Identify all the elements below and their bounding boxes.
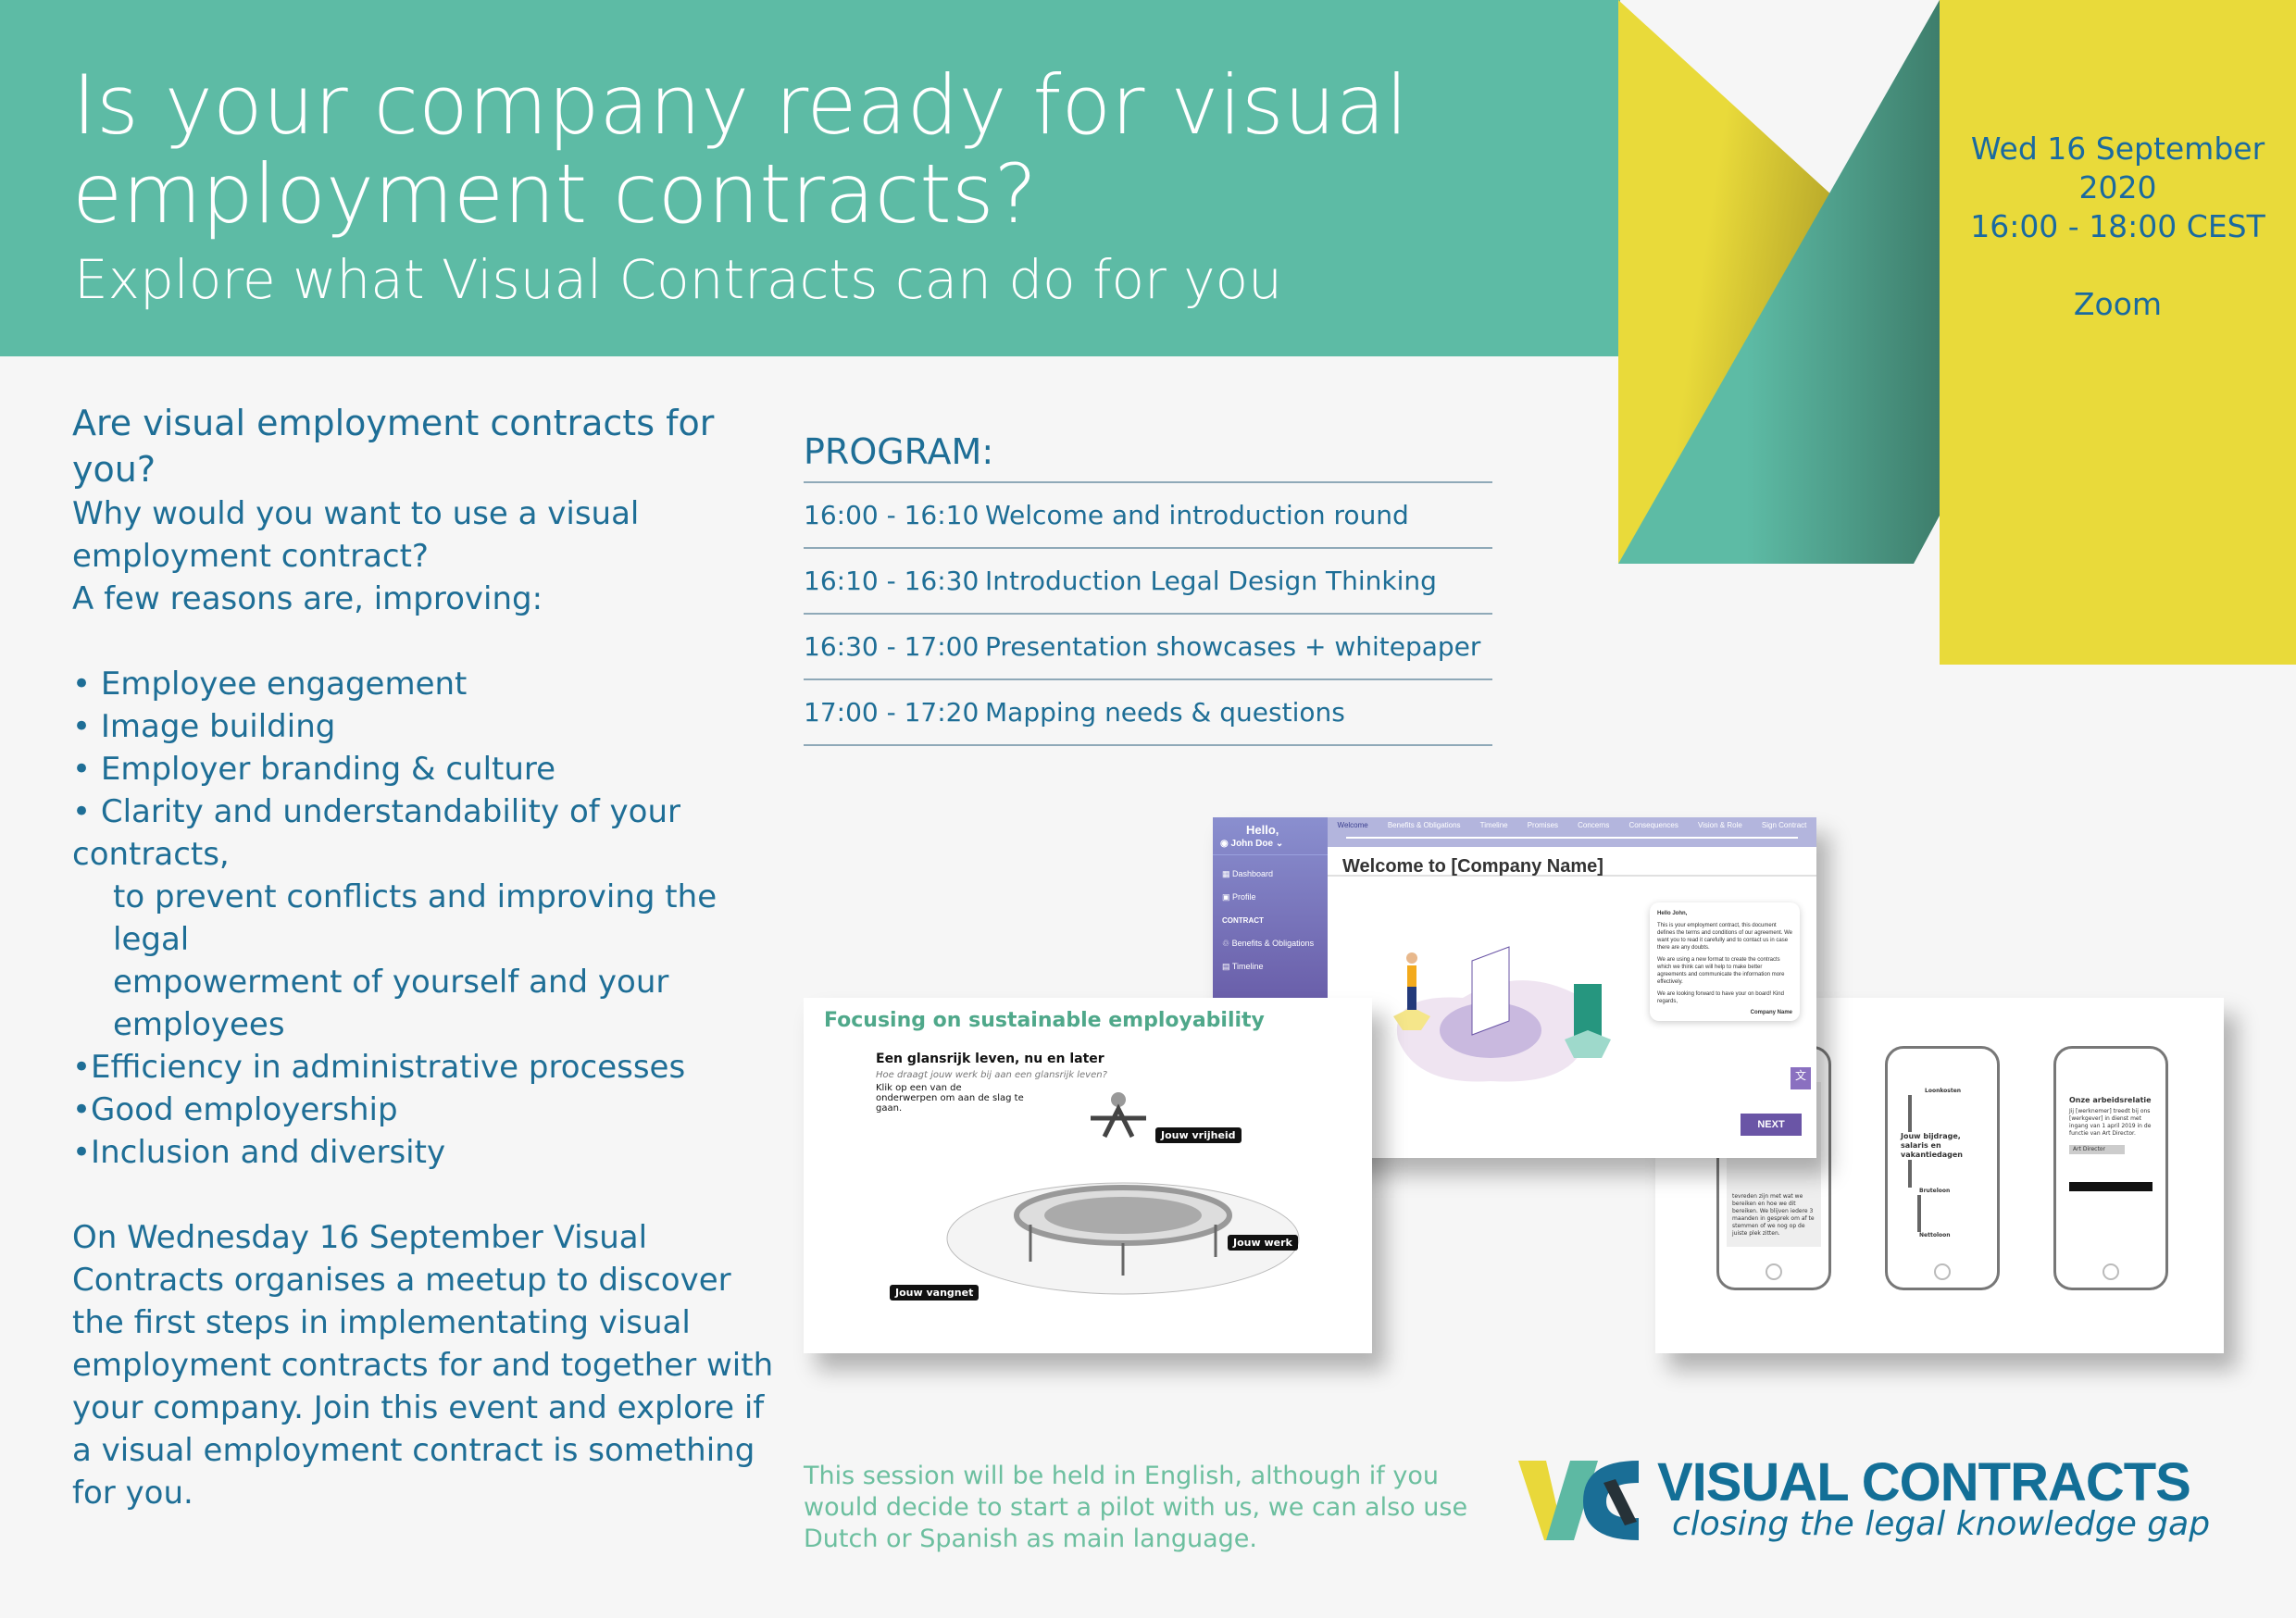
language-note: This session will be held in English, al… — [804, 1462, 1468, 1553]
app-step[interactable]: Welcome — [1337, 821, 1368, 829]
app-step[interactable]: Benefits & Obligations — [1387, 821, 1461, 829]
nav-label: Profile — [1232, 892, 1256, 902]
vc-logo-mark — [1518, 1461, 1639, 1540]
welcome-message: Hello John, This is your employment cont… — [1650, 902, 1800, 1021]
phone-body: Jij [werknemer] treedt bij ons [werkgeve… — [2069, 1108, 2152, 1137]
app-nav-benefits: ♲ Benefits & Obligations — [1222, 939, 1315, 948]
phone-mockup: Loonkosten Jouw bijdrage, salaris en vak… — [1885, 1046, 2000, 1290]
decorative-shapes — [1618, 0, 2296, 665]
bubble-body: This is your employment contract, this d… — [1657, 923, 1792, 951]
reason-item: • Image building — [72, 708, 336, 745]
bubble-title: Hello John, — [1657, 911, 1688, 916]
phone-title: Onze arbeidsrelatie — [2069, 1096, 2152, 1104]
phone-item: Loonkosten — [1925, 1088, 1962, 1094]
intro-lead: A few reasons are, improving: — [72, 580, 543, 617]
intro-heading: Are visual employment contracts for you? — [72, 403, 715, 490]
user-icon: ◉ — [1220, 839, 1231, 849]
nav-label: Benefits & Obligations — [1231, 939, 1315, 948]
page-title: Is your company ready for visual employm… — [72, 57, 1408, 242]
program-item: Welcome and introduction round — [985, 500, 1409, 530]
intro-section: Are visual employment contracts for you?… — [72, 400, 776, 1514]
event-details: Wed 16 September 2020 16:00 - 18:00 CEST… — [1940, 130, 2296, 324]
tag-jouw-vrijheid[interactable]: Jouw vrijheid — [1155, 1127, 1242, 1143]
app-nav-dashboard: ▦ Dashboard — [1222, 869, 1274, 878]
page-subtitle: Explore what Visual Contracts can do for… — [74, 248, 1282, 311]
phone-item: Bruteloon — [1919, 1188, 1951, 1194]
app-nav-timeline: ▤ Timeline — [1222, 962, 1264, 971]
phone-title: Jouw bijdrage, salaris en vakantiedagen — [1901, 1132, 1963, 1159]
app-step[interactable]: Sign Contract — [1761, 821, 1807, 829]
reason-item: •Inclusion and diversity — [72, 1134, 446, 1171]
intro-paragraph: On Wednesday 16 September Visual Contrac… — [72, 1219, 774, 1512]
app-welcome-title: Welcome to [Company Name] — [1342, 856, 1603, 877]
reason-item: • Clarity and understandability of your … — [72, 793, 680, 873]
nav-label: Dashboard — [1232, 869, 1274, 878]
event-date: Wed 16 September 2020 — [1970, 131, 2265, 205]
phone-tag: Art Director — [2069, 1145, 2125, 1154]
app-hello: Hello, — [1246, 823, 1279, 837]
app-step[interactable]: Vision & Role — [1697, 821, 1742, 829]
app-step[interactable]: Consequences — [1628, 821, 1678, 829]
app-sidebar: Hello, ◉ John Doe ⌄ ▦ Dashboard ▣ Profil… — [1213, 817, 1328, 998]
logo-tagline: closing the legal knowledge gap — [1672, 1505, 2211, 1543]
app-nav-profile: ▣ Profile — [1222, 892, 1256, 902]
bubble-body: We are using a new format to create the … — [1657, 957, 1785, 985]
app-user: John Doe — [1230, 839, 1274, 849]
slide-instruction: Klik op een van de onderwerpen om aan de… — [876, 1083, 1024, 1114]
tag-jouw-werk[interactable]: Jouw werk — [1228, 1235, 1298, 1251]
program-item: Presentation showcases + whitepaper — [985, 631, 1481, 662]
app-step[interactable]: Promises — [1527, 821, 1559, 829]
nav-label: Timeline — [1231, 962, 1264, 971]
slide-title: Focusing on sustainable employability — [824, 1009, 1265, 1032]
program-time: 16:00 - 16:10 — [804, 500, 980, 530]
header-banner — [0, 0, 1620, 356]
slide-heading: Een glansrijk leven, nu en later — [876, 1052, 1104, 1066]
reason-item-cont: to prevent conflicts and improving the l… — [113, 878, 718, 958]
reason-item-cont: empowerment of yourself and your employe… — [113, 964, 669, 1043]
program-item: Introduction Legal Design Thinking — [985, 566, 1437, 596]
event-location: Zoom — [2073, 286, 2163, 322]
contract-illustration — [1393, 946, 1611, 1082]
visual-contracts-logo: VISUAL CONTRACTS closing the legal knowl… — [1518, 1444, 2240, 1546]
program-time: 16:10 - 16:30 — [804, 566, 980, 596]
program-item: Mapping needs & questions — [985, 697, 1345, 728]
reason-item: • Employee engagement — [72, 666, 468, 703]
intro-question: Why would you want to use a visual emplo… — [72, 495, 640, 575]
next-button[interactable]: NEXT — [1741, 1114, 1802, 1136]
app-stepper: Welcome Benefits & Obligations Timeline Pro… — [1328, 817, 1816, 847]
program-title: PROGRAM: — [804, 431, 1492, 483]
app-step[interactable]: Concerns — [1578, 821, 1610, 829]
app-step[interactable]: Timeline — [1479, 821, 1508, 829]
program-time: 16:30 - 17:00 — [804, 631, 980, 662]
trampoline-illustration — [946, 1092, 1300, 1295]
slide-screenshot: Focusing on sustainable employability Ee… — [804, 998, 1372, 1353]
slide-question: Hoe draagt jouw werk bij aan een glansri… — [876, 1070, 1107, 1080]
program-time: 17:00 - 17:20 — [804, 697, 980, 728]
event-time: 16:00 - 18:00 CEST — [1970, 208, 2265, 244]
translate-icon[interactable]: 文 — [1791, 1067, 1811, 1089]
phone-mockup: Onze arbeidsrelatie Jij [werknemer] tree… — [2053, 1046, 2168, 1290]
reason-item: • Employer branding & culture — [72, 751, 556, 788]
logo-name: VISUAL CONTRACTS — [1657, 1452, 2191, 1512]
reason-item: •Efficiency in administrative processes — [72, 1049, 686, 1086]
phone-item: Nettoloon — [1919, 1232, 1951, 1238]
tag-jouw-vangnet[interactable]: Jouw vangnet — [890, 1285, 980, 1301]
bubble-body: We are looking forward to have your on b… — [1657, 991, 1784, 1004]
app-section: CONTRACT — [1222, 916, 1264, 925]
reason-item: •Good employership — [72, 1091, 398, 1128]
bubble-sign: Company Name — [1750, 1010, 1792, 1015]
